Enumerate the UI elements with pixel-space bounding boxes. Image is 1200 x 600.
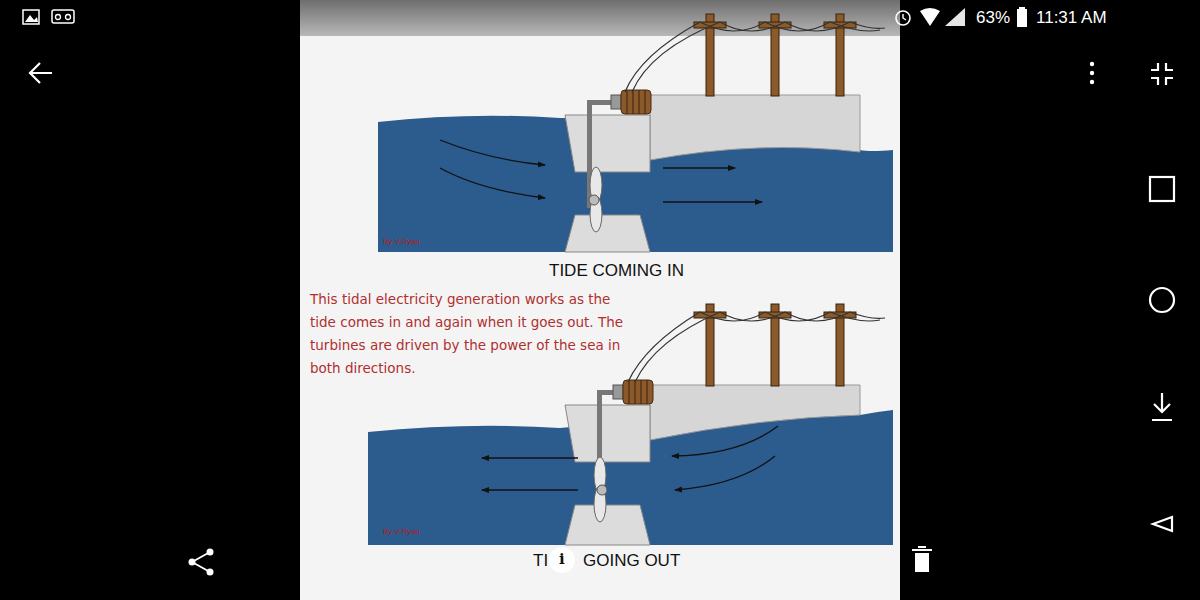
image-ground — [300, 36, 900, 600]
top-bar — [300, 0, 900, 36]
image-area — [300, 0, 900, 600]
diagram-heading: TIDE COMING IN — [549, 261, 684, 281]
battery-percent: 63% — [976, 8, 1010, 28]
info-icon-letter: i — [559, 550, 565, 568]
info-icon — [549, 547, 575, 573]
diagram-heading-fragment: TI — [533, 551, 548, 571]
diagram-heading: GOING OUT — [583, 551, 680, 571]
note-text: This tidal electricity generation works … — [310, 288, 628, 380]
power-poles-bottom — [628, 304, 885, 386]
clock-time: 11:31 AM — [1036, 8, 1107, 28]
power-poles-top — [625, 14, 885, 96]
tide-out-scene — [368, 380, 893, 545]
nav-icons — [30, 62, 1174, 576]
tide-in-scene — [378, 90, 893, 252]
watermark: By V.Ryan — [383, 237, 420, 246]
status-icons — [23, 7, 1027, 27]
watermark: By V.Ryan — [383, 527, 420, 536]
